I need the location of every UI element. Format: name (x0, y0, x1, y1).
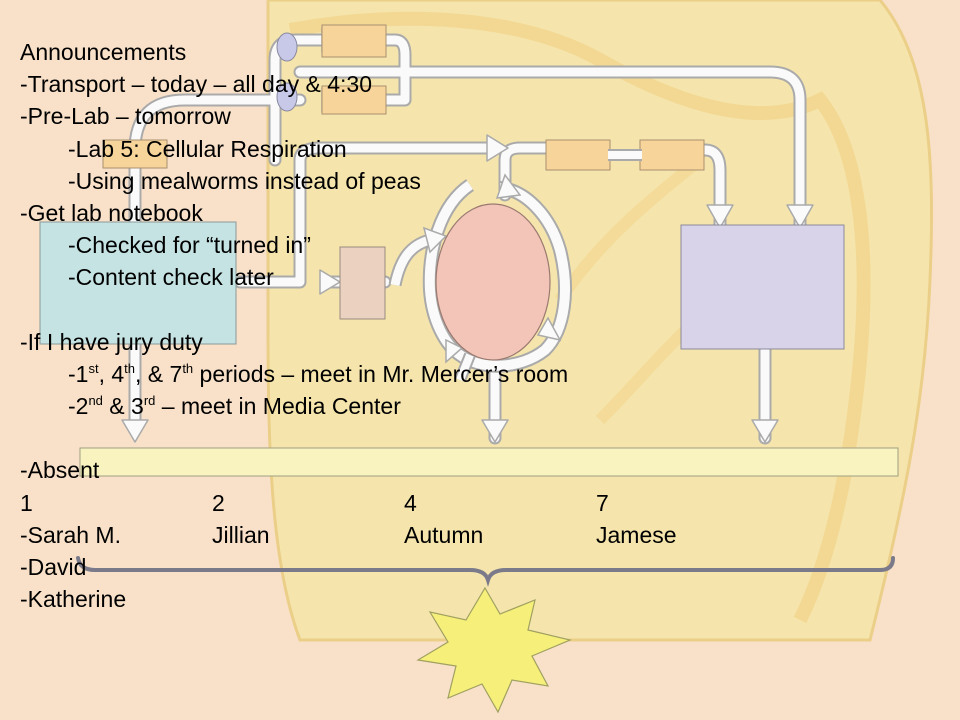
bracket (76, 556, 895, 587)
notebook-line: -Get lab notebook (20, 199, 203, 226)
absent-name: -Sarah M. (20, 521, 121, 548)
absent-name: Jillian (212, 521, 270, 548)
atp-bar (79, 447, 899, 477)
absent-names-row: -Sarah M. Jillian Autumn Jamese (20, 519, 677, 551)
energy-burst (416, 586, 572, 714)
period-4-header: 4 (404, 489, 417, 516)
announcements-title: Announcements (20, 39, 187, 65)
checked-line: -Checked for “turned in” (68, 232, 311, 259)
announcements-text: Announcements -Transport – today – all d… (20, 36, 677, 615)
absent-name: Jamese (596, 521, 677, 548)
mealworms-line: -Using mealworms instead of peas (68, 167, 421, 194)
periods-media-line: -2nd & 3rd – meet in Media Center (68, 392, 401, 420)
absent-label: -Absent (20, 457, 100, 484)
glycolysis-box (39, 221, 237, 345)
periods-mercer-line: -1st, 4th, & 7th periods – meet in Mr. M… (68, 360, 569, 387)
absent-header-row: 1 2 4 7 (20, 487, 677, 519)
period-2-header: 2 (212, 489, 225, 516)
cell-outline (266, 0, 934, 642)
nad-box-3 (102, 139, 168, 169)
jury-line: -If I have jury duty (20, 328, 203, 355)
period-1-header: 1 (20, 489, 33, 516)
nad-box-5 (639, 139, 705, 171)
content-check-line: -Content check later (68, 264, 274, 291)
transport-line: -Transport – today – all day & 4:30 (20, 71, 373, 98)
transport-oval-2 (276, 82, 298, 112)
prelab-line: -Pre-Lab – tomorrow (20, 103, 231, 130)
etc-box (680, 224, 845, 350)
nad-box-4 (545, 139, 611, 171)
cycle-arrows (388, 173, 572, 383)
absent-name: -David (20, 554, 87, 580)
krebs-cycle-circle (435, 203, 551, 361)
period-7-header: 7 (596, 489, 609, 516)
transport-oval-1 (276, 32, 298, 62)
nad-box-2 (321, 85, 387, 115)
pyruvate-box (339, 246, 386, 320)
absent-name: Autumn (404, 521, 484, 548)
nad-box-1 (321, 24, 387, 58)
lab5-line: -Lab 5: Cellular Respiration (68, 135, 347, 162)
absent-name: -Katherine (20, 586, 127, 613)
